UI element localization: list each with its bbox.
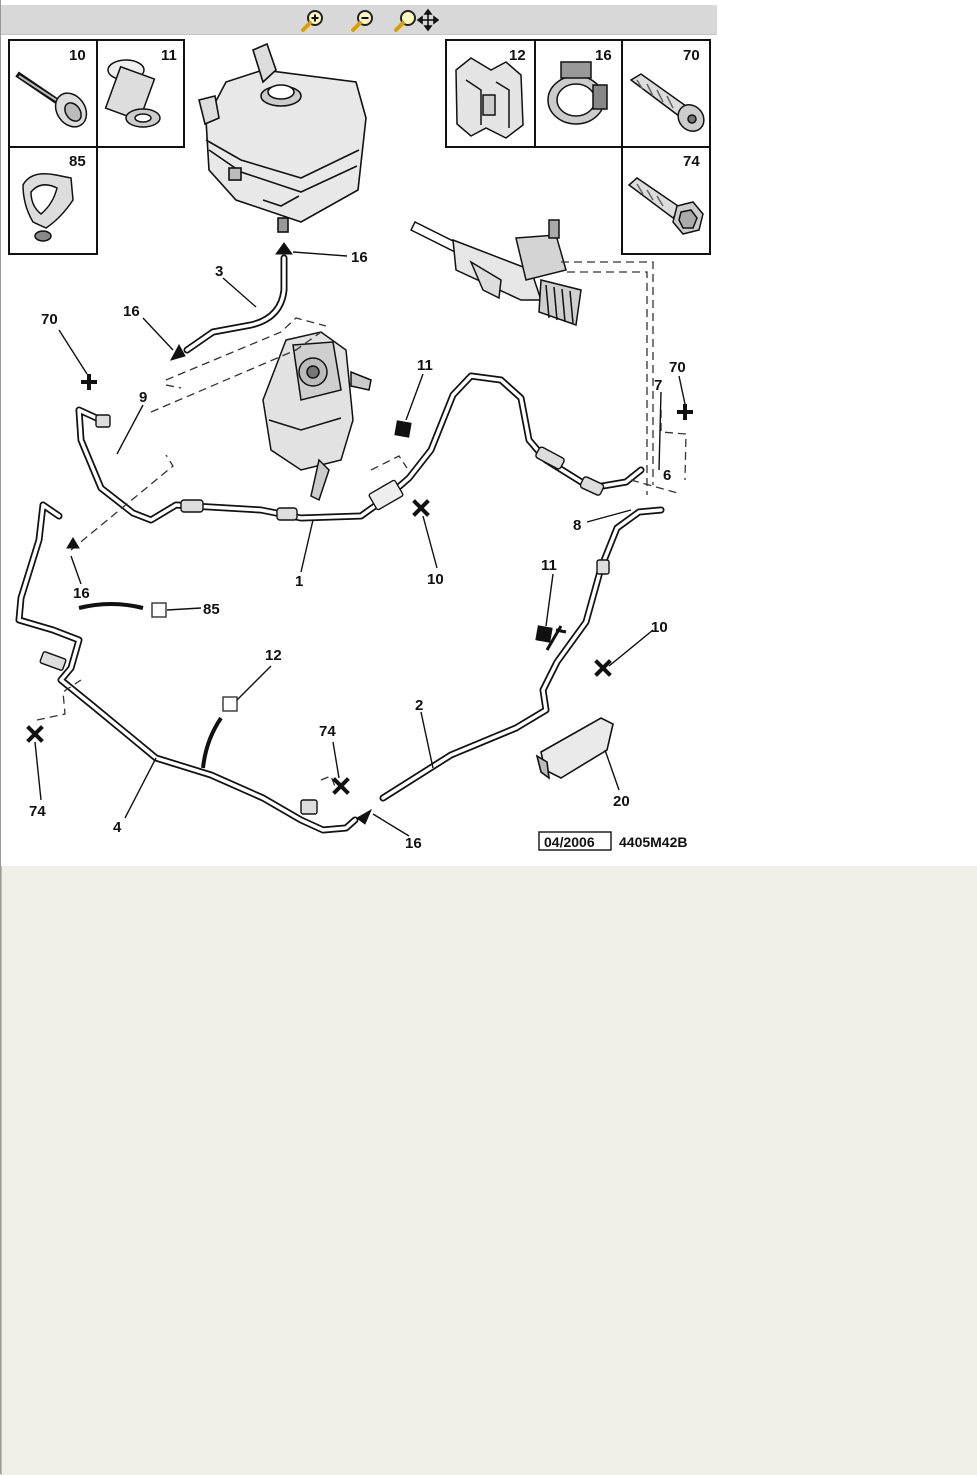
parts-diagram: 10 11 85 (8, 39, 711, 852)
hose-clip-icon (22, 173, 74, 242)
legend-item-12: 12 (455, 47, 526, 139)
zoom-in-button[interactable] (300, 8, 326, 32)
svg-text:85: 85 (69, 153, 86, 170)
nut-marker-11b (535, 625, 553, 643)
legend-item-11: 11 (104, 47, 177, 128)
marker-symbols (66, 242, 553, 825)
callout-8: 8 (573, 517, 581, 534)
callout-16: 16 (73, 585, 90, 602)
callout-3: 3 (215, 263, 223, 280)
diagram-date: 04/2006 (544, 834, 595, 850)
callout-1: 1 (295, 573, 303, 590)
dashed-guides (36, 261, 687, 793)
empty-panel (1, 866, 977, 1475)
screw-marker-74b (332, 777, 350, 795)
svg-text:74: 74 (683, 153, 700, 170)
svg-text:12: 12 (509, 47, 526, 64)
callout-74: 74 (29, 803, 46, 820)
callout-16: 16 (405, 835, 422, 852)
magnifier-move-icon (394, 8, 440, 32)
callout-85: 85 (203, 601, 220, 618)
screw-marker-70b (677, 404, 693, 420)
clamp-marker-16a (275, 242, 293, 255)
diagram-footer: 04/2006 4405M42B (538, 831, 688, 851)
clamp-marker-16d (356, 808, 373, 825)
callout-7: 7 (654, 377, 662, 394)
legend-item-74: 74 (627, 153, 704, 235)
legend-box-left (8, 39, 185, 255)
open-square-markers (151, 602, 238, 712)
callout-9: 9 (139, 389, 147, 406)
hose-section-12 (201, 716, 223, 769)
heat-shield-20 (535, 717, 614, 780)
legend-item-70: 70 (629, 47, 705, 132)
bolt-marker-10b (594, 659, 612, 677)
legend-item-85: 85 (22, 153, 86, 242)
svg-text:16: 16 (595, 47, 612, 64)
svg-text:70: 70 (683, 47, 700, 64)
callout-12: 12 (265, 647, 282, 664)
callout-2: 2 (415, 697, 423, 714)
magnifier-plus-icon (301, 10, 323, 32)
pump (262, 331, 372, 502)
bracket-marker-12 (222, 696, 238, 712)
hose-section-85 (78, 602, 144, 610)
leader-lines (34, 251, 686, 837)
callout-70: 70 (669, 359, 686, 376)
callout-11: 11 (541, 557, 557, 574)
bolt-marker-10a (412, 499, 430, 517)
screw-marker-70a (81, 374, 97, 390)
callout-16: 16 (351, 249, 368, 266)
callout-10: 10 (427, 571, 444, 588)
callout-16: 16 (123, 303, 140, 320)
diagram-code: 4405M42B (619, 834, 688, 850)
magnifier-minus-icon (351, 10, 373, 32)
callout-4: 4 (113, 819, 122, 836)
fittings (39, 414, 610, 815)
toolbar (1, 5, 717, 35)
reservoir (198, 42, 367, 233)
clamp-marker-16b (170, 343, 186, 361)
flanged-bolt-icon (15, 71, 88, 128)
hose-clamp-icon (547, 61, 608, 125)
zoom-pan-button[interactable] (393, 8, 440, 32)
screw-marker-74a (26, 725, 44, 743)
callout-70: 70 (41, 311, 58, 328)
screw-icon (629, 73, 705, 132)
pipe-bracket-icon (455, 57, 524, 139)
legend-item-10: 10 (15, 47, 88, 128)
clip-marker-85 (151, 602, 167, 618)
callout-11: 11 (417, 357, 433, 374)
zoom-out-button[interactable] (350, 8, 376, 32)
hex-screw-icon (627, 177, 704, 235)
callout-74: 74 (319, 723, 336, 740)
clamp-marker-16c (66, 537, 80, 549)
cross-markers (26, 374, 693, 795)
legend-box-right (445, 39, 711, 255)
rivet-nut-icon (104, 59, 161, 128)
legend-item-16: 16 (547, 47, 612, 125)
callout-labels: 16 3 16 70 9 11 70 7 6 8 1 10 16 85 12 1… (29, 249, 686, 852)
callout-6: 6 (663, 467, 671, 484)
svg-text:10: 10 (69, 47, 86, 64)
callout-20: 20 (613, 793, 630, 810)
steering-rack (409, 219, 582, 327)
callout-10: 10 (651, 619, 668, 636)
nut-marker-11a (394, 420, 412, 438)
svg-text:11: 11 (161, 47, 177, 64)
